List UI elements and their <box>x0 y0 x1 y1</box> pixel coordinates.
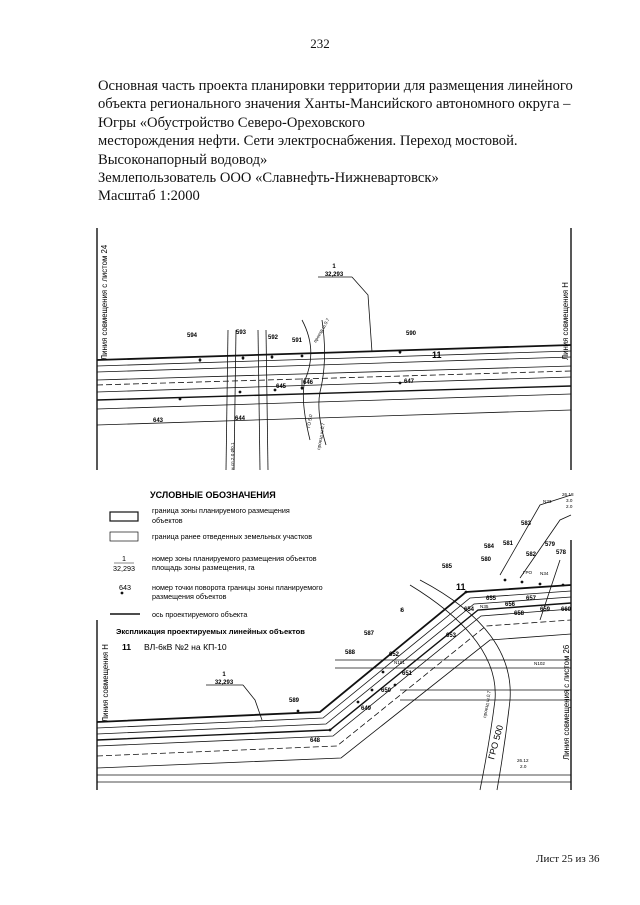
explication-text: ВЛ-6кВ №2 на КП-10 <box>144 642 227 652</box>
legend-text: номер точки поворота границы зоны планир… <box>152 583 323 592</box>
map-label: 26.18 <box>562 492 574 497</box>
point-label: 643 <box>153 418 164 424</box>
point-label: 655 <box>486 596 497 602</box>
point-label: 649 <box>361 706 372 712</box>
point-label: 651 <box>402 671 413 677</box>
zone-area: 32,293 <box>215 680 234 686</box>
map-label: N35 <box>480 604 489 609</box>
legend-text: номер зоны планируемого размещения объек… <box>152 554 317 563</box>
match-line-label: Линия совмещения с листом 24 <box>100 244 109 360</box>
point-label: 587 <box>364 631 375 637</box>
legend-text: площадь зоны размещения, га <box>152 563 255 572</box>
sheet-number: Лист 25 из 36 <box>536 853 600 865</box>
point-label: 581 <box>503 541 514 547</box>
point-label: 590 <box>406 331 417 337</box>
legend-text: объектов <box>152 516 183 525</box>
header-line: Землепользователь ООО «Славнефть-Нижнева… <box>98 170 439 187</box>
point-label: 659 <box>540 607 551 613</box>
point-label: 650 <box>381 688 392 694</box>
point-label: 580 <box>481 557 492 563</box>
legend-text: граница зоны планируемого размещения <box>152 506 290 515</box>
point-label: 656 <box>505 602 516 608</box>
map-label: 3.0 <box>566 498 573 503</box>
point-label: 594 <box>187 333 198 339</box>
explication-number: 11 <box>122 642 131 652</box>
header-line: объекта регионального значения Ханты-Ман… <box>98 96 571 113</box>
legend-title: УСЛОВНЫЕ ОБОЗНАЧЕНИЯ <box>150 490 276 500</box>
match-line-label: Линия совмещения Н <box>561 282 570 360</box>
legend-text: ось проектируемого объекта <box>152 610 247 619</box>
bottom-map <box>96 494 572 791</box>
match-line-label: Линия совмещения Н <box>101 644 110 722</box>
point-label: 652 <box>389 652 400 658</box>
map-label: N101 <box>394 660 405 665</box>
object-number: 11 <box>432 350 442 360</box>
scale-line: Масштаб 1:2000 <box>98 188 200 205</box>
header-line: месторождения нефти. Сети электроснабжен… <box>98 133 518 150</box>
legend-symbol-text: 643 <box>119 583 131 592</box>
object-number: 11 <box>456 582 466 592</box>
point-label: 657 <box>526 596 537 602</box>
point-label: 582 <box>526 552 537 558</box>
map-label: ГРО <box>523 570 532 575</box>
road-label: ГО 5.0 <box>306 414 313 429</box>
point-label: 583 <box>521 521 532 527</box>
map-label: 26.12 <box>517 758 529 763</box>
legend-symbol-text: 1 <box>122 554 126 563</box>
point-label: 589 <box>289 698 300 704</box>
zone-number: 1 <box>332 264 336 270</box>
map-label: N33 <box>543 499 552 504</box>
match-line-label: Линия совмещения с листом 26 <box>562 645 571 760</box>
road-label: н.сп.2.0 Ø0.1 <box>230 442 235 470</box>
map-label: 2.0 <box>566 504 573 509</box>
header-line: Основная часть проекта планировки террит… <box>98 78 573 94</box>
point-label: 653 <box>446 633 457 639</box>
point-label: 592 <box>268 335 279 341</box>
point-label: 644 <box>235 416 246 422</box>
point-label: 578 <box>556 550 567 556</box>
point-label: 645 <box>276 384 287 390</box>
explication-title: Экспликация проектируемых линейных объек… <box>116 627 305 636</box>
legend-symbol-text: 32,293 <box>113 564 135 573</box>
road-label: проезд ш.0.7 <box>313 317 331 344</box>
point-label: 660 <box>561 607 572 613</box>
legend-symbol-zone <box>109 511 139 522</box>
map-label: 2.0 <box>520 764 527 769</box>
point-label: 584 <box>484 544 495 550</box>
legend-symbol-parcel <box>109 531 139 542</box>
header-line: Высоконапорный водовод» <box>98 151 268 168</box>
legend-text: размещения объектов <box>152 592 227 601</box>
zone-number: 1 <box>222 672 226 678</box>
point-label: 579 <box>545 542 556 548</box>
point-label: 654 <box>464 607 475 613</box>
point-label: 591 <box>292 338 303 344</box>
map-label: N34 <box>540 571 549 576</box>
map-label: проезд ш.0.7 <box>482 690 492 718</box>
point-label: 593 <box>236 330 247 336</box>
point-label: 647 <box>404 379 415 385</box>
point-label: 648 <box>310 738 321 744</box>
point-label: 658 <box>514 611 525 617</box>
point-label: 646 <box>303 380 314 386</box>
map-label: N102 <box>534 661 545 666</box>
document-header: Основная часть проекта планировки террит… <box>98 77 573 206</box>
zone-area: 32,293 <box>325 272 344 278</box>
point-label: 585 <box>442 564 453 570</box>
legend-text: граница ранее отведенных земельных участ… <box>152 532 312 541</box>
page-number: 232 <box>310 36 330 51</box>
point-label: 588 <box>345 650 356 656</box>
header-line: Югры «Обустройство Северо-Ореховского <box>98 114 365 131</box>
top-map <box>96 228 572 471</box>
road-label: проезд ш.0.7 <box>316 422 326 450</box>
